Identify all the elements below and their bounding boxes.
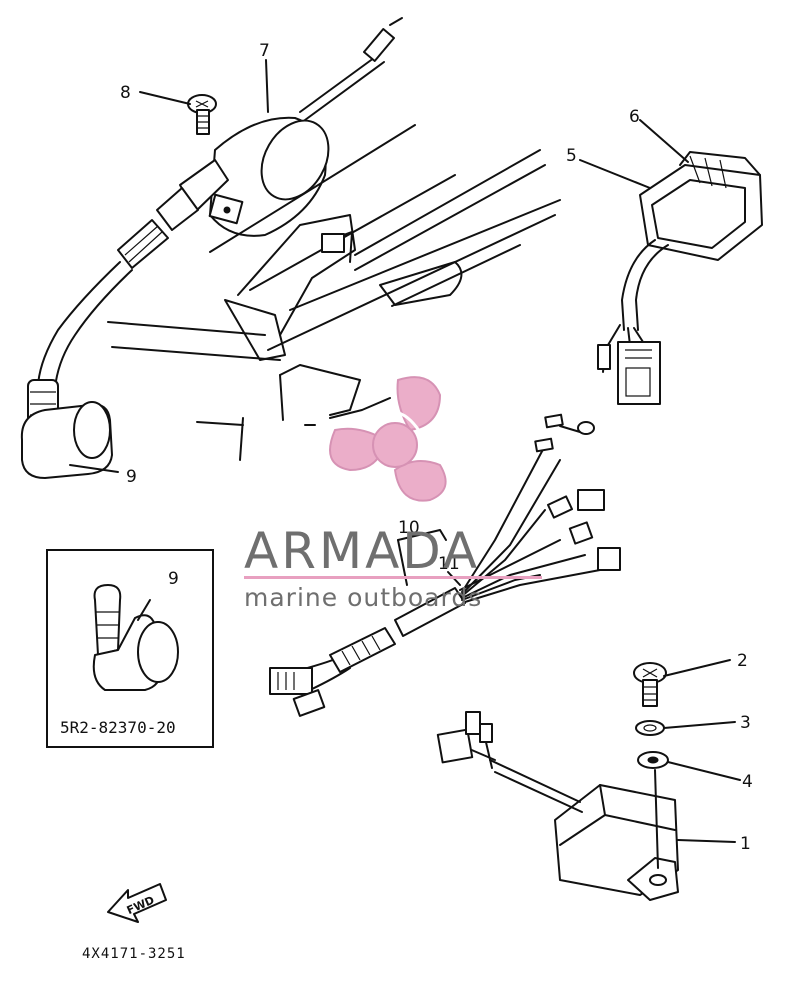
- fwd-arrow: [107, 883, 167, 923]
- callout-7: 7: [259, 41, 270, 61]
- inset-part-number: 5R2-82370-20: [60, 718, 176, 737]
- callout-11: 11: [438, 554, 460, 574]
- ignition-coil: [27, 17, 403, 426]
- spring-washer: [635, 720, 736, 736]
- propeller-logo: [329, 376, 447, 502]
- callout-10: 10: [398, 518, 420, 538]
- mounting-bracket: [107, 124, 561, 461]
- plain-washer: [637, 751, 741, 781]
- callout-9: 9: [126, 467, 137, 487]
- callout-2: 2: [737, 651, 748, 671]
- inset-box: [46, 549, 214, 748]
- coil-screw: [139, 91, 217, 135]
- callout-8: 8: [120, 83, 131, 103]
- watermark-underline: [244, 576, 542, 579]
- rectifier-regulator: [579, 119, 763, 405]
- watermark-brand: ARMADA: [244, 522, 480, 580]
- callout-6: 6: [629, 107, 640, 127]
- spark-plug-cap: [20, 401, 119, 479]
- callout-1: 1: [740, 834, 751, 854]
- callout-4: 4: [742, 772, 753, 792]
- drawing-reference: 4X4171-3251: [82, 946, 186, 962]
- callout-9-inset: 9: [168, 569, 179, 589]
- callout-5: 5: [566, 146, 577, 166]
- callout-3: 3: [740, 713, 751, 733]
- cdi-screw: [633, 659, 731, 707]
- cdi-unit: [436, 711, 736, 901]
- watermark-tagline: marine outboards: [244, 583, 482, 612]
